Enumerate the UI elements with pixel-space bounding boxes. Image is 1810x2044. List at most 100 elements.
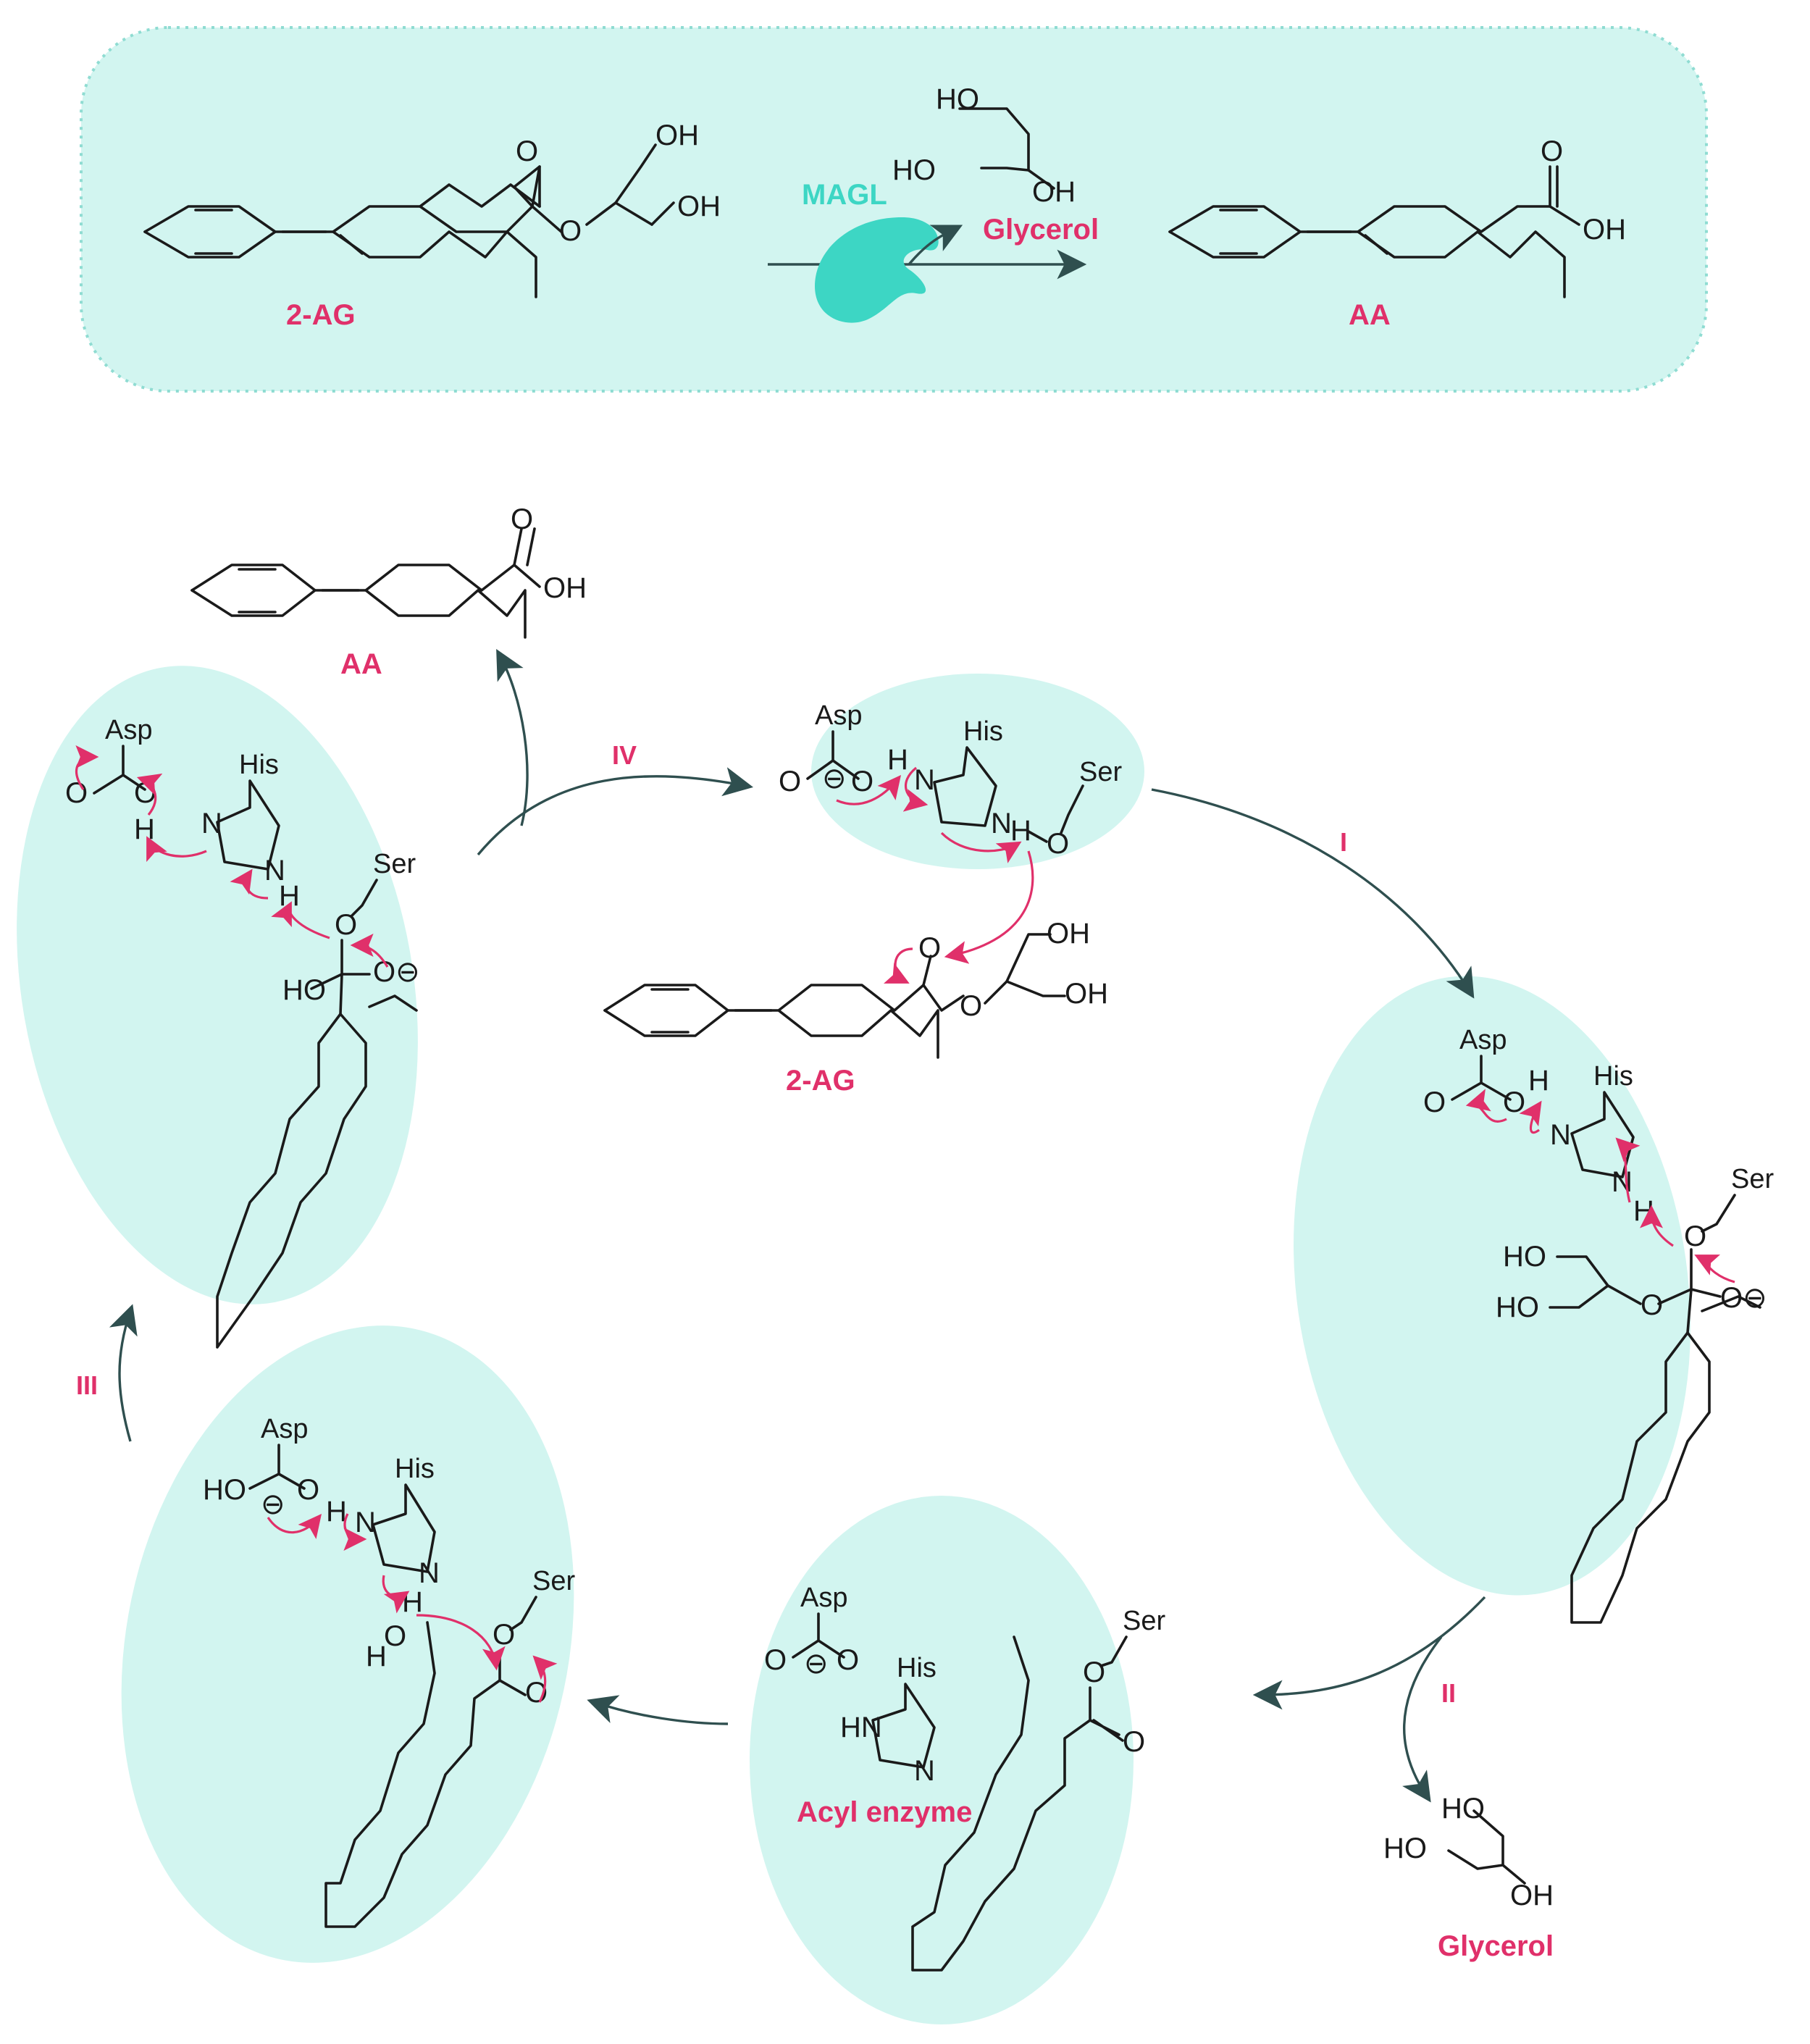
his-hn-3: HN xyxy=(840,1712,882,1743)
his-n1-2: N xyxy=(1550,1119,1571,1151)
step-iv-label: IV xyxy=(612,740,637,770)
acyl-enzyme-label: Acyl enzyme xyxy=(797,1796,972,1828)
cycle-glycerol-label: Glycerol xyxy=(1438,1930,1554,1962)
step-iii-arrow xyxy=(109,1304,138,1442)
his-h-1: H xyxy=(887,744,908,776)
ser-o-5: O xyxy=(335,909,357,941)
blob-hydrolysis-attack xyxy=(121,1325,574,1963)
his-n1-5: N xyxy=(201,808,222,839)
his-n2-5: N xyxy=(264,855,285,887)
aa-release-arrow xyxy=(496,649,529,826)
asp-o-3: O xyxy=(764,1644,787,1676)
step-iv-arrow xyxy=(477,767,754,856)
top-glycerol-ho-lower: HO xyxy=(892,154,936,186)
acyl-carbonyl-o-3: O xyxy=(1123,1726,1145,1758)
ser-label-3: Ser xyxy=(1123,1606,1165,1636)
his-label-1: His xyxy=(963,716,1003,747)
blob-acyl-enzyme xyxy=(750,1496,1134,2024)
tet-ho-5: HO xyxy=(282,974,326,1006)
glyc-ho-lower-2: HO xyxy=(1496,1291,1539,1323)
cycle-glycerol-ho-lower: HO xyxy=(1383,1833,1427,1864)
top-aa-structure: O OH AA xyxy=(1168,135,1626,331)
oxyanion-5: O⊖ xyxy=(373,956,420,988)
his-n2-3: N xyxy=(914,1755,935,1787)
top-2ag-oh-upper: OH xyxy=(655,120,699,151)
step-i-arrow xyxy=(1151,788,1475,999)
his-n1-1: N xyxy=(914,764,935,796)
ser-label-1: Ser xyxy=(1079,757,1122,787)
his-n2-4: N xyxy=(419,1557,440,1589)
asp-charge-3: ⊖ xyxy=(804,1648,829,1680)
center-2ag-label: 2-AG xyxy=(786,1065,855,1097)
water-o-4: O xyxy=(384,1620,406,1652)
top-aa-carbonyl-o: O xyxy=(1541,135,1563,167)
cycle-glycerol-structure: HO HO OH Glycerol xyxy=(1383,1793,1554,1962)
asp-o-1: O xyxy=(779,766,801,797)
asp-label-1: Asp xyxy=(815,700,862,731)
ser-label-5: Ser xyxy=(373,849,416,879)
his-label-4: His xyxy=(395,1454,435,1484)
top-glycerol-structure: HO HO OH Glycerol xyxy=(892,83,1099,246)
step-acyl-to-hydrolysis-arrow xyxy=(587,1695,729,1725)
top-2ag-label: 2-AG xyxy=(286,299,356,331)
top-aa-oh: OH xyxy=(1583,214,1626,246)
asp-h-2: H xyxy=(1528,1065,1549,1097)
top-panel-frame xyxy=(80,26,1708,393)
blob-tetrahedral-intermediate-2 xyxy=(17,666,418,1304)
ser-o-3: O xyxy=(1083,1656,1105,1688)
asp-label-2: Asp xyxy=(1459,1025,1507,1055)
top-2ag-ester-o: O xyxy=(559,215,582,247)
step-ii-label: II xyxy=(1441,1678,1456,1708)
blob-resting-state xyxy=(811,674,1144,869)
glycerol-release-arrow xyxy=(908,225,963,266)
acyl-enzyme-active-site: Asp O O ⊖ His HN N Acyl enzyme Ser O O xyxy=(764,1583,1165,1972)
asp-label-5: Asp xyxy=(105,715,152,745)
asp-o-2: O xyxy=(1423,1086,1446,1118)
step-i-label: I xyxy=(1340,827,1347,857)
center-2ag-oh-upper: OH xyxy=(1047,918,1090,950)
asp-charge-4: ⊖ xyxy=(261,1488,285,1520)
asp-label-3: Asp xyxy=(800,1583,847,1613)
cycle-aa-structure: O OH AA xyxy=(190,503,587,680)
top-glycerol-oh: OH xyxy=(1032,176,1076,208)
magl-label: MAGL xyxy=(802,179,887,211)
glyc-ho-upper-2: HO xyxy=(1503,1241,1546,1273)
his-h-4: H xyxy=(326,1496,347,1528)
hydrolysis-active-site: Asp HO O ⊖ His N H N H O H Ser O O xyxy=(203,1414,575,1928)
top-2ag-carbonyl-o: O xyxy=(516,135,538,167)
ester-o-2: O xyxy=(1641,1289,1663,1321)
asp-h-5: H xyxy=(134,813,155,845)
blob-tetrahedral-intermediate-1 xyxy=(1294,976,1690,1596)
asp-label-4: Asp xyxy=(261,1414,308,1444)
top-glycerol-ho-upper: HO xyxy=(936,83,979,115)
center-2ag-ester-o: O xyxy=(960,990,982,1022)
his-label-5: His xyxy=(239,750,279,780)
asp-o2-1: O xyxy=(851,766,873,797)
his-n1-4: N xyxy=(355,1507,376,1538)
his-label-2: His xyxy=(1593,1061,1633,1092)
asp-o2-4: O xyxy=(297,1474,319,1506)
top-2ag-structure: O O OH OH 2-AG xyxy=(143,120,721,331)
ser-o-2: O xyxy=(1684,1220,1706,1252)
top-aa-label: AA xyxy=(1349,299,1391,331)
asp-o2-2: O xyxy=(1503,1086,1525,1118)
center-2ag-carbonyl-o: O xyxy=(918,932,941,964)
asp-o2-3: O xyxy=(837,1644,859,1676)
cycle-glycerol-oh: OH xyxy=(1510,1880,1554,1911)
cycle-aa-oh: OH xyxy=(543,572,587,604)
cycle-glycerol-ho-upper: HO xyxy=(1441,1793,1485,1825)
step-ii-arrow xyxy=(1252,1596,1486,1710)
step-iii-label: III xyxy=(76,1370,98,1400)
asp-ho-4: HO xyxy=(203,1474,246,1506)
cycle-aa-label: AA xyxy=(340,648,382,680)
asp-charge-1: ⊖ xyxy=(822,763,847,795)
top-reaction-panel: O O OH OH 2-AG MAGL HO HO OH Glycerol xyxy=(80,26,1708,393)
center-2ag-oh-lower: OH xyxy=(1065,978,1108,1010)
his-n2-1: N xyxy=(991,808,1012,839)
center-2ag-structure: O O OH OH 2-AG xyxy=(603,918,1108,1097)
his-label-3: His xyxy=(897,1653,937,1683)
top-glycerol-label: Glycerol xyxy=(983,214,1099,246)
his-n2-2: N xyxy=(1612,1166,1633,1198)
ser-o-4: O xyxy=(493,1619,515,1651)
